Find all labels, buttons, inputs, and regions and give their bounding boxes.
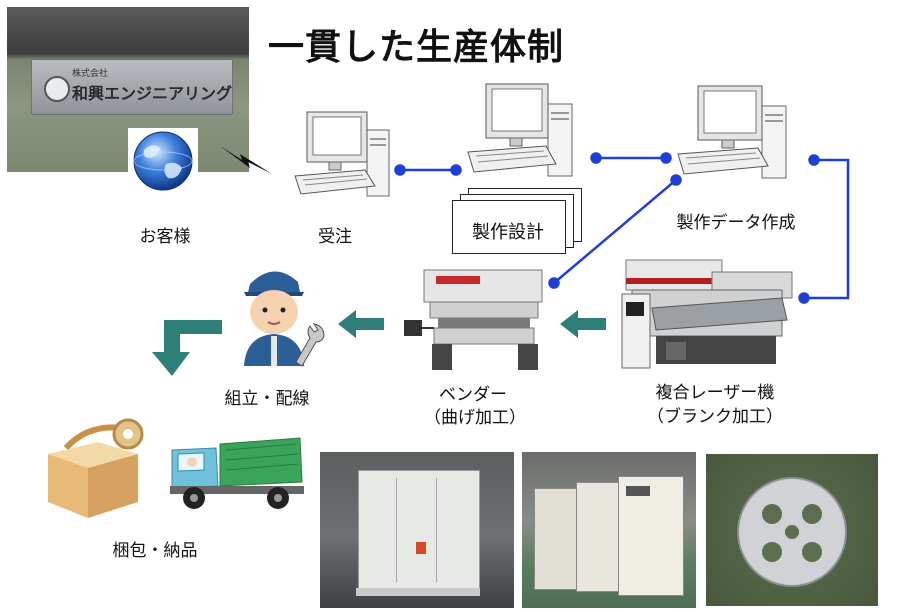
bender-machine	[404, 269, 543, 370]
step-packing-label: 梱包・納品	[112, 541, 198, 561]
sign-small-text: 株式会社	[72, 69, 109, 79]
company-sign-photo: 株式会社 和興エンジニアリング	[7, 7, 249, 172]
truck-icon	[170, 437, 304, 509]
step-customer-label: お客様	[139, 227, 191, 247]
step-design-label: 製作設計	[472, 222, 544, 243]
step-bender-label-2: （曲げ加工）	[424, 408, 526, 428]
design-document-stack: 製作設計	[448, 188, 583, 260]
step-laser-label-2: （ブランク加工）	[647, 407, 783, 427]
step-laser-label-1: 複合レーザー機	[655, 383, 775, 403]
lightning-icon	[220, 146, 272, 174]
product-photo-cabinets	[522, 452, 696, 608]
computer-icon	[677, 85, 787, 179]
wrench-icon	[295, 323, 325, 367]
laser-machine	[621, 259, 793, 369]
page-title: 一貫した生産体制	[268, 27, 565, 68]
step-bender-label-1: ベンダー	[439, 385, 507, 405]
arrow-left-icon	[560, 310, 606, 338]
step-assembly-label: 組立・配線	[224, 389, 310, 409]
box-icon	[48, 418, 144, 518]
product-photo-metal-disc	[706, 454, 878, 606]
sign-plate: 株式会社 和興エンジニアリング	[31, 59, 233, 115]
computer-icon	[467, 83, 573, 177]
company-logo-icon	[44, 76, 70, 102]
step-data-label: 製作データ作成	[676, 213, 796, 233]
sign-company-name: 和興エンジニアリング	[72, 84, 233, 103]
worker-icon	[244, 271, 304, 366]
product-photo-cabinet	[320, 452, 514, 608]
globe-icon	[128, 128, 198, 194]
arrow-left-icon	[338, 310, 384, 338]
step-order-label: 受注	[318, 227, 352, 247]
arrow-bend-down-icon	[152, 320, 222, 376]
computer-icon	[294, 111, 390, 197]
